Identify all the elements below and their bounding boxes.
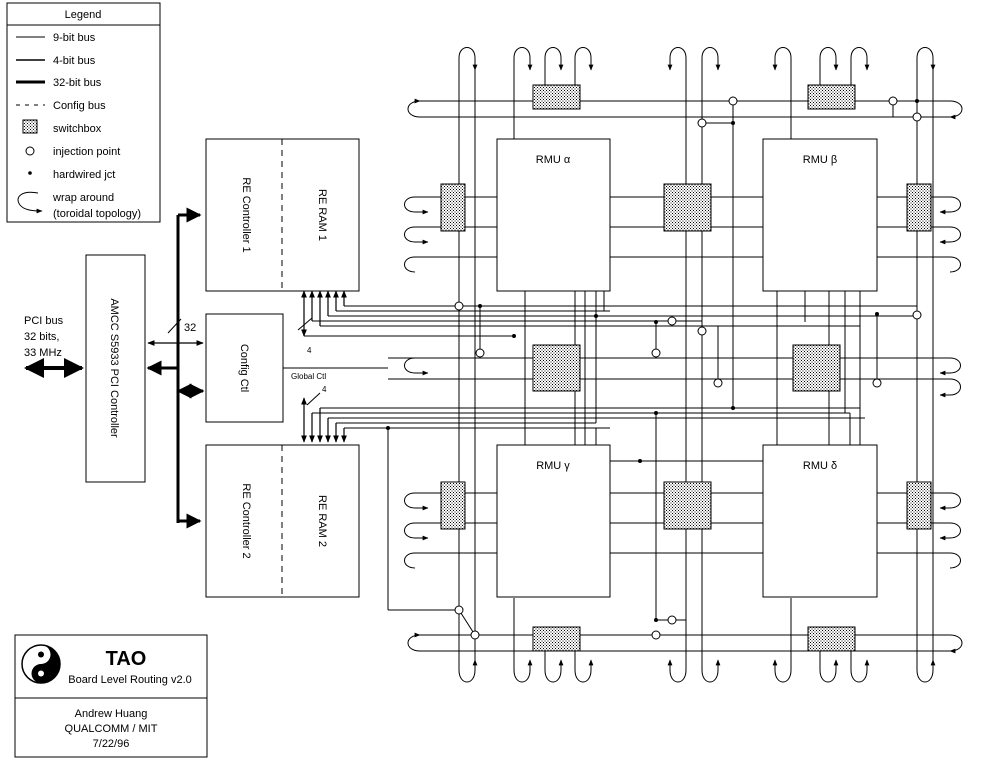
hardwired-junction (594, 314, 598, 318)
legend-item-4bit: 4-bit bus (53, 55, 96, 67)
injection-point (454, 301, 464, 311)
legend-item-injection: injection point (53, 146, 120, 158)
rmu-gamma-label: RMU γ (536, 460, 570, 472)
switchbox (807, 84, 856, 110)
hardwired-junction (638, 459, 642, 463)
injection-point (697, 326, 707, 336)
wrap-arrows-bottom (458, 659, 936, 683)
open-circle-icon (25, 146, 35, 156)
injection-point (713, 378, 723, 388)
hardwired-junction (386, 426, 390, 430)
pci-bits-label: 32 bits, (24, 331, 59, 343)
switchbox (792, 344, 841, 392)
hardwired-junction (731, 121, 735, 125)
switchbox (532, 344, 581, 392)
legend-item-toroidal: (toroidal topology) (53, 208, 141, 220)
switchbox (532, 626, 581, 652)
injection-point (912, 112, 922, 122)
wrap-arrows-top (458, 47, 936, 71)
rmu-alpha-label: RMU α (536, 154, 571, 166)
hardwired-junction (731, 406, 735, 410)
injection-point (667, 615, 677, 625)
dot-icon (28, 171, 32, 175)
legend-title: Legend (65, 9, 102, 21)
author-text: Andrew Huang (75, 708, 148, 720)
rmu-beta: RMU β (762, 138, 878, 292)
legend-item-hardwired: hardwired jct (53, 169, 115, 181)
hardwired-junction (654, 618, 658, 622)
bus-width-4-top: 4 (307, 346, 312, 355)
hardwired-junction (875, 312, 879, 316)
date-text: 7/22/96 (93, 738, 130, 750)
injection-point (697, 118, 707, 128)
global-ctl-label: Global Ctl (291, 372, 326, 381)
pci-freq-label: 33 MHz (24, 347, 62, 359)
switchboxes (440, 84, 932, 652)
pci-controller-label: AMCC S5933 PCI Controller (108, 298, 120, 438)
bus-width-32: 32 (184, 322, 196, 334)
injection-point (888, 96, 898, 106)
re-block-2: RE Controller 2 RE RAM 2 (205, 444, 360, 598)
switchbox (440, 183, 466, 232)
hardwired-junction (654, 411, 658, 415)
wrap-arrows-right (939, 100, 963, 654)
hardwired-junctions (386, 99, 919, 622)
wrap-arrows-left (404, 98, 429, 652)
legend: Legend 9-bit bus 4-bit bus 32-bit bus Co… (6, 2, 161, 223)
re-ram-2-label: RE RAM 2 (316, 495, 328, 547)
bus-width-4-bottom: 4 (322, 385, 327, 394)
injection-point (651, 348, 661, 358)
re-controller-1-label: RE Controller 1 (240, 177, 252, 252)
config-ctl-label: Config Ctl (238, 344, 250, 392)
bus-4bit-top: 4 (297, 290, 347, 355)
config-ctl-block: Config Ctl (205, 313, 284, 423)
legend-item-wrap: wrap around (52, 192, 114, 204)
switchbox (440, 481, 466, 530)
switchbox (663, 183, 712, 232)
rmu-beta-label: RMU β (803, 154, 837, 166)
legend-item-config: Config bus (53, 100, 106, 112)
hardwired-junction (478, 304, 482, 308)
legend-item-9bit: 9-bit bus (53, 32, 96, 44)
org-text: QUALCOMM / MIT (65, 723, 158, 735)
rmu-delta-label: RMU δ (803, 460, 837, 472)
rmu-gamma: RMU γ (496, 444, 611, 598)
switchbox (906, 481, 932, 530)
injection-point (651, 630, 661, 640)
subtitle-text: Board Level Routing v2.0 (68, 674, 192, 686)
injection-point (454, 605, 464, 615)
rmu-alpha: RMU α (496, 138, 611, 292)
hardwired-junction (915, 99, 919, 103)
injection-point (667, 316, 677, 326)
re-ram-1-label: RE RAM 1 (316, 189, 328, 241)
injection-point (470, 630, 480, 640)
wrap-arrow-icon (17, 191, 43, 214)
legend-item-32bit: 32-bit bus (53, 77, 102, 89)
rmu-delta: RMU δ (762, 444, 878, 598)
re-controller-2-label: RE Controller 2 (240, 483, 252, 558)
yin-yang-icon (21, 644, 61, 684)
injection-point (728, 96, 738, 106)
bus-32bit: 32 (146, 207, 205, 529)
title-block: TAO Board Level Routing v2.0 Andrew Huan… (14, 634, 208, 758)
bus-4bit-bottom: 4 Global Ctl (291, 372, 347, 443)
pci-controller-box (85, 254, 146, 483)
hardwired-junction (654, 320, 658, 324)
switchbox (663, 481, 712, 530)
re-block-1: RE Controller 1 RE RAM 1 (205, 138, 360, 292)
injection-point (912, 310, 922, 320)
title-text: TAO (106, 648, 147, 670)
pci-bus-label: PCI bus (24, 315, 64, 327)
injection-point (872, 378, 882, 388)
injection-points (454, 96, 922, 640)
switchbox (532, 84, 581, 110)
hardwired-junction (512, 334, 516, 338)
switchbox (906, 183, 932, 232)
stippled-square-icon (22, 119, 38, 134)
switchbox (807, 626, 856, 652)
injection-point (475, 348, 485, 358)
pci-section: PCI bus 32 bits, 33 MHz AMCC S5933 PCI C… (24, 254, 146, 483)
legend-item-switchbox: switchbox (53, 123, 102, 135)
